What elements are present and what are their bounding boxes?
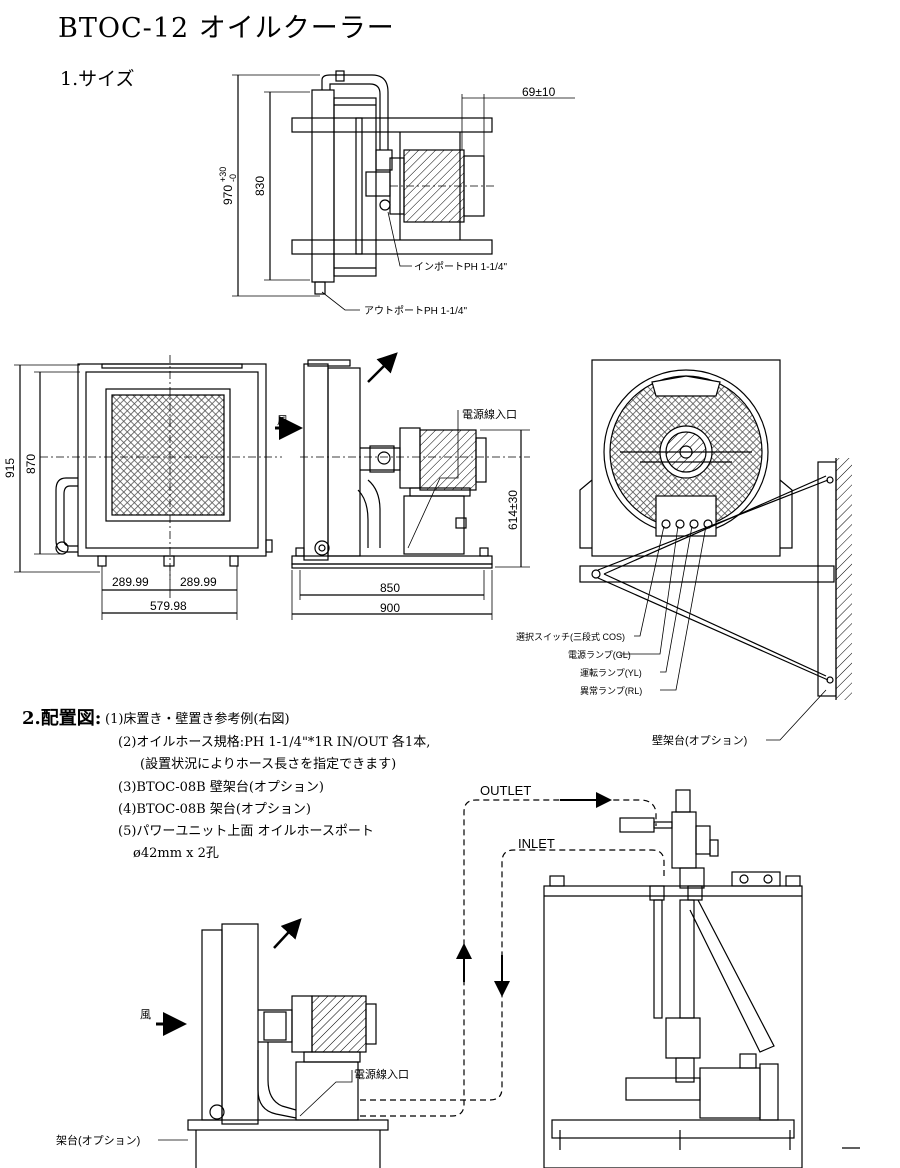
dim-870: 870	[24, 454, 38, 474]
dim-289-right: 289.99	[180, 575, 217, 589]
page-title: BTOC-12 オイルクーラー	[58, 13, 395, 44]
dim-915: 915	[3, 458, 17, 478]
wind-label: 風	[277, 415, 288, 427]
inlet-port-label: インポートPH 1-1/4"	[414, 261, 507, 273]
side-view	[275, 352, 530, 620]
dim-970-tol-lower: -0	[228, 174, 238, 182]
top-view	[232, 70, 575, 311]
note-5-sub: ø42mm x 2孔	[133, 846, 219, 861]
note-5: (5)パワーユニット上面 オイルホースポート	[118, 824, 374, 839]
dim-830: 830	[253, 176, 267, 196]
dim-69: 69±10	[522, 85, 556, 99]
dim-289-left: 289.99	[112, 575, 149, 589]
note-3: (3)BTOC-08B 壁架台(オプション)	[118, 780, 325, 795]
front-view	[14, 355, 282, 620]
rear-label-switch: 選択スイッチ(三段式 COS)	[516, 631, 625, 642]
section-2-heading: 2.配置図:	[22, 708, 102, 729]
layout-power-inlet-label: 電源線入口	[354, 1067, 409, 1081]
wall-bracket-label: 壁架台(オプション)	[652, 733, 747, 747]
rear-label-run-lamp: 運転ランプ(YL)	[580, 668, 642, 678]
dim-579: 579.98	[150, 599, 187, 613]
rear-view	[579, 359, 852, 741]
layout-view	[156, 789, 860, 1168]
dim-614: 614±30	[506, 490, 520, 530]
power-inlet-label: 電源線入口	[462, 407, 517, 421]
note-2: (2)オイルホース規格:PH 1-1/4"*1R IN/OUT 各1本,	[118, 735, 431, 750]
outlet-port-label: アウトポートPH 1-1/4"	[364, 305, 467, 317]
note-4: (4)BTOC-08B 架台(オプション)	[118, 802, 312, 817]
stand-label: 架台(オプション)	[56, 1133, 140, 1147]
rear-label-power-lamp: 電源ランプ(GL)	[568, 650, 631, 660]
dim-970: 970	[221, 185, 235, 205]
layout-wind-label: 風	[140, 1009, 151, 1021]
rear-label-fault-lamp: 異常ランプ(RL)	[580, 685, 642, 696]
note-1: (1)床置き・壁置き参考例(右図)	[105, 712, 290, 727]
dim-850: 850	[380, 581, 400, 595]
outlet-label: OUTLET	[480, 783, 531, 798]
note-2-sub: (設置状況によりホース長さを指定できます)	[140, 757, 397, 772]
dim-970-tol-upper: +30	[218, 167, 228, 182]
section-1-heading: 1.サイズ	[60, 68, 135, 90]
dim-900: 900	[380, 601, 400, 615]
inlet-label: INLET	[518, 836, 555, 851]
